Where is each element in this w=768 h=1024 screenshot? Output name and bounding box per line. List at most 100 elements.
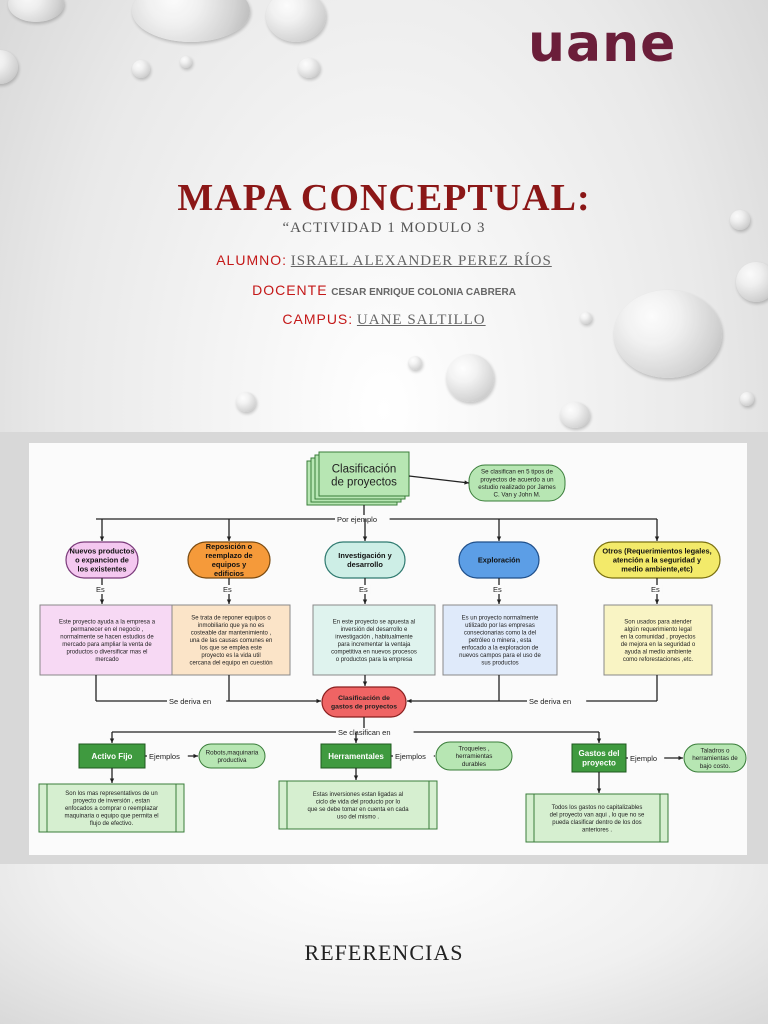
es-label-bg <box>491 585 505 594</box>
connector-arrow <box>496 599 502 604</box>
connector-arrow <box>226 599 232 604</box>
root-doc-layer <box>318 451 410 497</box>
type-desc-box <box>312 604 436 676</box>
es-label-bg <box>94 585 108 594</box>
connector-arrow <box>407 698 412 704</box>
ejemplos-label-bg <box>393 752 434 761</box>
water-drop <box>266 0 326 42</box>
ejemplos-label: Ejemplo <box>630 754 657 763</box>
connector-arrow <box>464 480 469 485</box>
water-drop <box>740 392 754 406</box>
connector-arrow <box>654 536 660 541</box>
water-drop <box>0 50 18 84</box>
expense-desc-box <box>525 793 669 843</box>
connector-arrow <box>353 775 359 780</box>
es-label: Es <box>359 585 368 594</box>
ejemplos-label: Ejemplos <box>149 752 180 761</box>
water-drop <box>408 356 422 370</box>
docente-line: DOCENTE CESAR ENRIQUE COLONIA CABRERA <box>0 282 768 300</box>
uane-logo: uane <box>528 14 677 74</box>
es-label: Es <box>96 585 105 594</box>
por-ejemplo-label-bg <box>335 515 390 524</box>
expense-node <box>571 743 627 773</box>
connector-line <box>408 475 470 484</box>
connector-arrow <box>226 536 232 541</box>
water-drop <box>236 392 256 412</box>
type-desc-box <box>171 604 291 676</box>
water-drop <box>560 402 590 428</box>
references-heading: REFERENCIAS <box>304 940 464 965</box>
water-drop <box>180 56 192 68</box>
water-drop <box>8 0 64 22</box>
type-node-label: Exploración <box>478 556 521 565</box>
docente-value: CESAR ENRIQUE COLONIA CABRERA <box>331 287 516 298</box>
alumno-line: ALUMNO: ISRAEL ALEXANDER PEREZ RÍOS <box>0 252 768 270</box>
connector-arrow <box>496 536 502 541</box>
se-clasifican-en-label: Se clasifican en <box>338 728 391 737</box>
se-deriva-en-label-right-bg <box>527 697 587 706</box>
connector-arrow <box>193 753 198 759</box>
connector-arrow <box>654 599 660 604</box>
expense-node-label: Activo Fijo <box>92 752 133 761</box>
connector-arrow <box>596 738 602 743</box>
ejemplos-label: Ejemplos <box>395 752 426 761</box>
es-label-bg <box>221 585 235 594</box>
campus-value: UANE SALTILLO <box>356 312 486 328</box>
es-label: Es <box>493 585 502 594</box>
type-node-label: Otros (Requerimientos legales,atención a… <box>602 547 711 574</box>
water-drop <box>736 262 768 302</box>
expense-desc-box <box>278 780 438 830</box>
connector-arrow <box>362 681 368 686</box>
connector-arrow <box>362 599 368 604</box>
ejemplos-label-bg <box>628 754 665 763</box>
campus-label: CAMPUS: <box>282 311 354 327</box>
es-label-bg <box>357 585 371 594</box>
type-desc-box <box>39 604 175 676</box>
example-pill <box>435 741 513 771</box>
expense-desc-box <box>38 783 185 833</box>
page-subtitle: “ACTIVIDAD 1 MODULO 3 <box>282 220 486 236</box>
water-drop <box>132 0 250 42</box>
bottom-area <box>0 864 768 1024</box>
example-pill <box>198 743 266 769</box>
es-label-bg <box>649 585 663 594</box>
water-drop <box>298 58 320 78</box>
expense-node <box>78 743 146 769</box>
connector-arrow <box>109 738 115 743</box>
connector-arrow <box>316 698 321 704</box>
example-pill <box>683 743 747 773</box>
alumno-label: ALUMNO: <box>216 252 287 268</box>
ejemplos-label-bg <box>147 752 188 761</box>
connector-arrow <box>362 536 368 541</box>
se-deriva-en-label-right: Se deriva en <box>529 697 571 706</box>
page-title: MAPA CONCEPTUAL: <box>177 177 591 219</box>
connector-arrow <box>678 755 683 761</box>
expense-node <box>320 743 392 769</box>
connector-arrow <box>596 788 602 793</box>
connector-arrow <box>99 599 105 604</box>
water-drop <box>446 354 494 402</box>
type-desc-box <box>603 604 713 676</box>
se-deriva-en-label-left-bg <box>167 697 227 706</box>
docente-label: DOCENTE <box>252 282 328 298</box>
connector-arrow <box>99 536 105 541</box>
water-drop <box>730 210 750 230</box>
alumno-value: ISRAEL ALEXANDER PEREZ RÍOS <box>290 253 552 269</box>
